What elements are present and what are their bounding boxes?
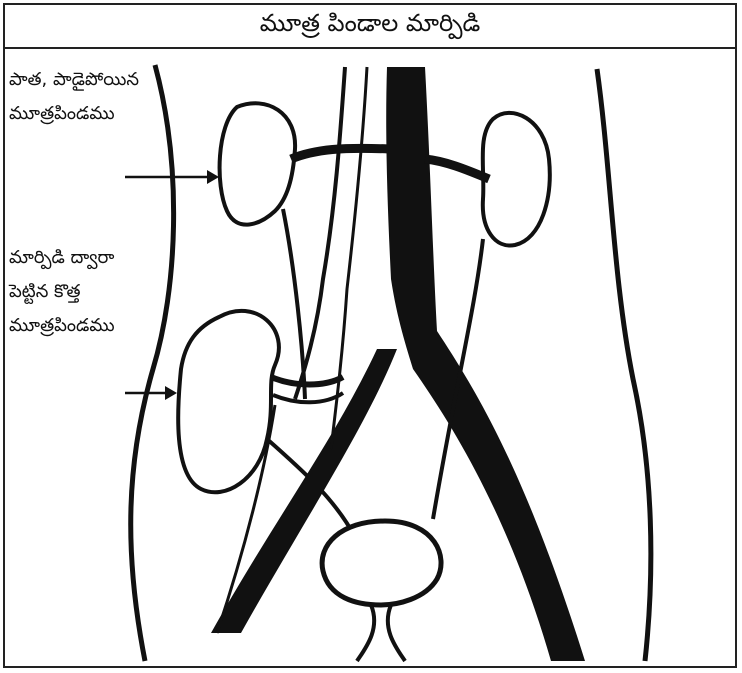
arrow-old-kidney-head (207, 170, 219, 184)
label-new-kidney-line3: మూత్రపిండము (9, 309, 115, 343)
kidney-transplant-diagram (5, 49, 735, 666)
urethra-right (388, 605, 405, 661)
ureter-left-old (283, 209, 305, 399)
bladder (322, 521, 441, 605)
old-kidney-right (483, 113, 550, 246)
label-new-kidney-line2: పెట్టిన కొత్త (9, 275, 115, 309)
anastomosis-band-top (271, 377, 343, 385)
body-outline-right (597, 69, 651, 661)
figure-frame: మూత్ర పిండాల మార్పిడి (3, 3, 737, 668)
figure-title: మూత్ర పిండాల మార్పిడి (260, 9, 480, 43)
anastomosis-band-bottom (273, 393, 343, 402)
title-bar: మూత్ర పిండాల మార్పిడి (5, 5, 735, 49)
label-old-kidney-line2: మూత్రపిండము (9, 97, 139, 131)
old-kidney-left (220, 103, 296, 224)
label-old-kidney: పాత, పాడైపోయిన మూత్రపిండము (9, 63, 139, 131)
renal-vessel-right (425, 159, 489, 179)
body-outline-left (131, 65, 174, 661)
label-new-kidney-line1: మార్పిడి ద్వారా (9, 241, 115, 275)
label-new-kidney: మార్పిడి ద్వారా పెట్టిన కొత్త మూత్రపిండమ… (9, 241, 115, 343)
arrow-new-kidney-head (165, 386, 177, 400)
label-old-kidney-line1: పాత, పాడైపోయిన (9, 63, 139, 97)
urethra-left (357, 605, 374, 661)
